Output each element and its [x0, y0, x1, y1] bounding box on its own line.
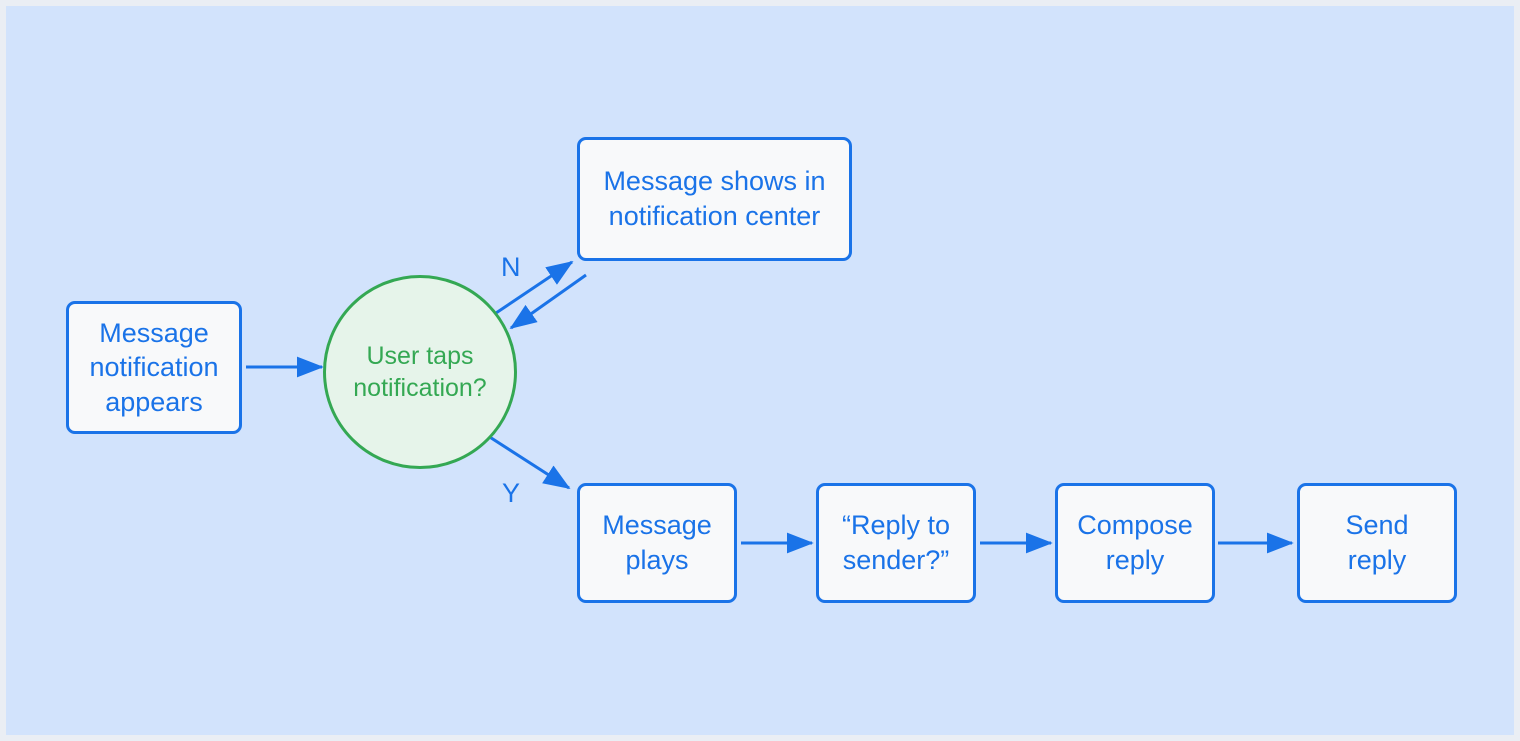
node-message-notification-appears[interactable]: Message notification appears [66, 301, 242, 434]
connector-notification-center-to-decision [509, 273, 587, 330]
edge-label-yes: Y [502, 478, 521, 508]
node-message-plays[interactable]: Message plays [577, 483, 737, 603]
edge-label-no: N [501, 252, 521, 282]
connector-decision-to-message-plays [484, 432, 571, 490]
node-user-taps-notification[interactable]: User taps notification? [323, 275, 517, 469]
node-send-reply[interactable]: Send reply [1297, 483, 1457, 603]
node-message-shows-in-notification-center[interactable]: Message shows in notification center [577, 137, 852, 261]
node-reply-to-sender[interactable]: “Reply to sender?” [816, 483, 976, 603]
node-compose-reply[interactable]: Compose reply [1055, 483, 1215, 603]
